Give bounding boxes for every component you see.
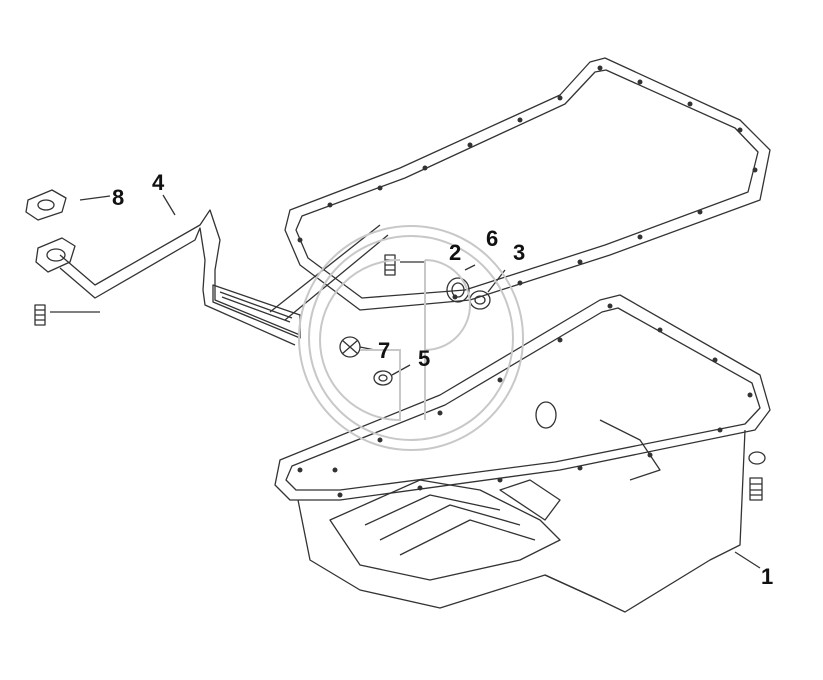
bolt-part (384, 254, 425, 276)
watermark-logo (298, 225, 524, 451)
magnetic-plug-part (339, 336, 376, 358)
callout-drain-plug: 6 (486, 226, 499, 251)
pickup-flange (35, 237, 76, 273)
callout-oil-pan: 1 (761, 564, 774, 589)
callout-washer: 3 (513, 240, 526, 265)
callout-magnetic-plug: 7 (378, 338, 391, 363)
oil-pan (274, 294, 771, 613)
oil-pan-flange (284, 57, 771, 311)
leader-lines (79, 194, 761, 569)
drain-plug-part (446, 264, 476, 303)
flange-bolt-holes (297, 65, 758, 498)
callout-bolt: 2 (449, 240, 462, 265)
flange-bolt (34, 304, 100, 326)
pan-side-bolts (748, 451, 766, 501)
callout-sealing-washer: 5 (418, 346, 431, 371)
callout-flange-gasket: 8 (112, 185, 125, 210)
sealing-washer-part (373, 364, 411, 386)
flange-gasket (25, 189, 67, 221)
oil-pickup-tube (59, 209, 389, 346)
callout-oil-pickup-tube: 4 (152, 170, 165, 195)
